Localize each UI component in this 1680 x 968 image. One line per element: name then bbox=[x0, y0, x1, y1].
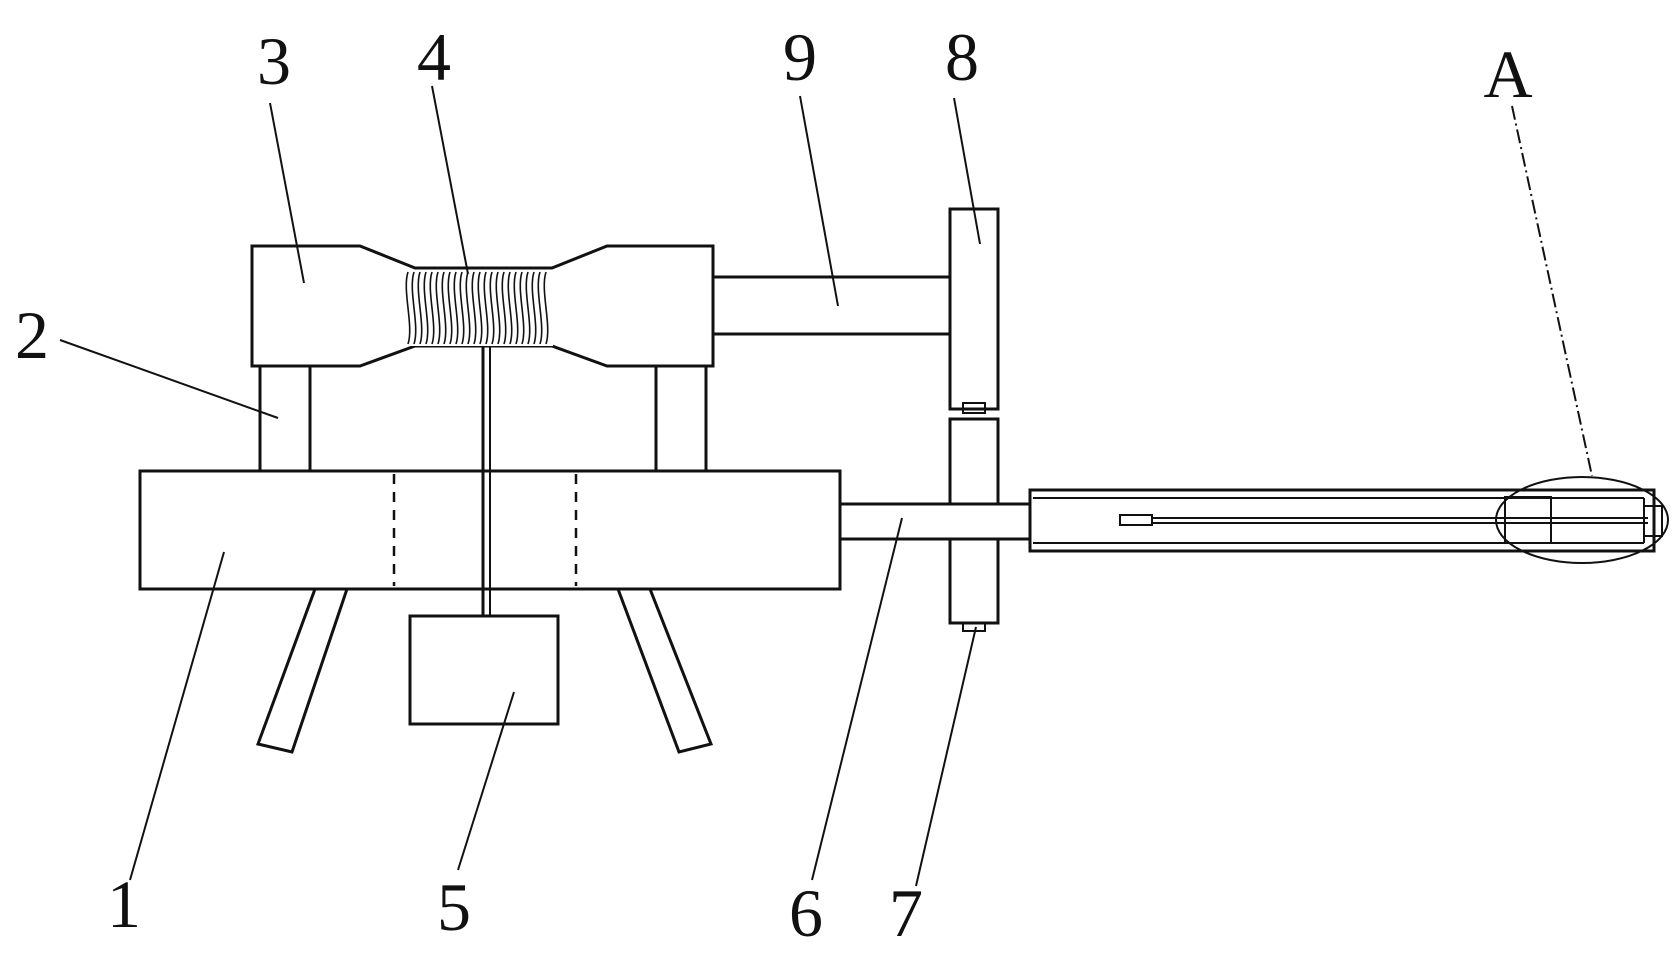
label-5: 5 bbox=[437, 869, 471, 945]
coil-turn bbox=[531, 271, 537, 345]
tube-tip bbox=[1643, 505, 1663, 537]
outer-tube bbox=[1028, 488, 1656, 553]
coil-turn bbox=[405, 271, 411, 345]
coil-turn bbox=[525, 271, 531, 345]
counter-weight bbox=[408, 614, 560, 726]
coil-winding bbox=[405, 270, 553, 346]
tube-slot bbox=[1119, 514, 1153, 526]
coil-turn bbox=[477, 271, 483, 345]
detail-circle-a bbox=[1495, 476, 1669, 564]
leader-6 bbox=[811, 517, 903, 881]
leader-1 bbox=[129, 551, 225, 881]
support-post-right bbox=[654, 364, 708, 473]
tube-end-block bbox=[1504, 496, 1552, 544]
label-1: 1 bbox=[107, 866, 141, 942]
coil-turn bbox=[513, 271, 519, 345]
coil-turn bbox=[417, 271, 423, 345]
coil-turn bbox=[507, 271, 513, 345]
label-4: 4 bbox=[417, 19, 451, 95]
coil-turn bbox=[423, 271, 429, 345]
leader-2 bbox=[59, 339, 279, 419]
leader-a bbox=[1511, 105, 1593, 477]
leader-4 bbox=[431, 85, 469, 275]
label-7: 7 bbox=[889, 875, 923, 951]
coil-turn bbox=[459, 271, 465, 345]
leader-8 bbox=[953, 97, 981, 245]
coil-turn bbox=[465, 271, 471, 345]
lower-rod bbox=[838, 502, 1035, 541]
right-leg bbox=[615, 587, 714, 754]
coil-turn bbox=[537, 271, 543, 345]
coil-turn bbox=[543, 271, 549, 345]
leader-9 bbox=[799, 95, 839, 307]
label-6: 6 bbox=[789, 875, 823, 951]
leader-3 bbox=[269, 102, 305, 284]
coil-turn bbox=[501, 271, 507, 345]
label-3: 3 bbox=[257, 23, 291, 99]
bracket-foot bbox=[962, 622, 986, 632]
leader-7 bbox=[915, 626, 977, 887]
coil-turn bbox=[411, 271, 417, 345]
label-2: 2 bbox=[15, 297, 49, 373]
left-leg bbox=[256, 587, 350, 754]
coil-turn bbox=[447, 271, 453, 345]
label-a: A bbox=[1483, 36, 1532, 112]
label-8: 8 bbox=[945, 19, 979, 95]
coil-turn bbox=[471, 271, 477, 345]
coil-turn bbox=[435, 271, 441, 345]
leader-5 bbox=[457, 691, 515, 871]
coil-turn bbox=[489, 271, 495, 345]
coil-turn bbox=[519, 271, 525, 345]
coil-turn bbox=[495, 271, 501, 345]
coil-turn bbox=[429, 271, 435, 345]
coil-turn bbox=[441, 271, 447, 345]
upper-bracket bbox=[948, 207, 1000, 411]
coil-turn bbox=[483, 271, 489, 345]
bracket-joint bbox=[962, 402, 986, 414]
coil-turn bbox=[453, 271, 459, 345]
label-9: 9 bbox=[783, 19, 817, 95]
support-post-left bbox=[258, 364, 312, 473]
